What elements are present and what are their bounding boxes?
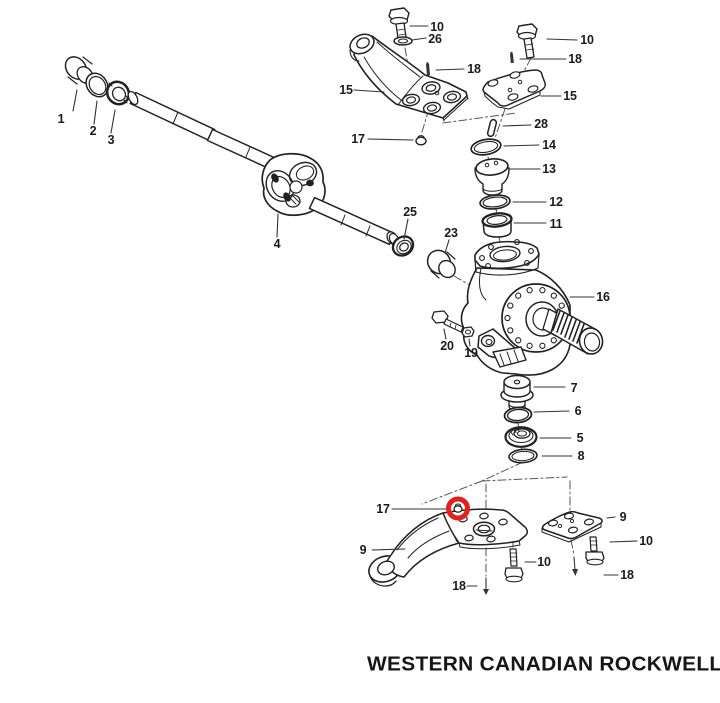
callout-19-nut: 19 bbox=[464, 346, 478, 360]
callout-4: 4 bbox=[273, 237, 281, 251]
callout-6-ring: 6 bbox=[574, 404, 582, 418]
callout-13-cap: 13 bbox=[542, 162, 556, 176]
brand-wordmark: WESTERN CANADIAN ROCKWELL bbox=[367, 652, 720, 675]
callout-17-upper-plug: 17 bbox=[351, 132, 365, 146]
callout-17-lower-plug-highlighted: 17 bbox=[376, 502, 390, 516]
callout-18-lower-right-pin: 18 bbox=[620, 568, 634, 582]
callout-3: 3 bbox=[107, 133, 115, 147]
steering-knuckle-drawing bbox=[431, 239, 604, 376]
callout-23-bushing: 23 bbox=[444, 226, 458, 240]
callout-16-knuckle: 16 bbox=[596, 290, 610, 304]
callout-9-lower-plate: 9 bbox=[619, 510, 627, 524]
callout-14-oring: 14 bbox=[542, 138, 556, 152]
callout-10-upper-right-bolt: 10 bbox=[580, 33, 594, 47]
callout-11-cup: 11 bbox=[549, 217, 563, 231]
callout-20-bolt: 20 bbox=[440, 339, 454, 353]
callout-10-lower-middle-bolt: 10 bbox=[537, 555, 551, 569]
callout-15-upper-arm: 15 bbox=[339, 83, 353, 97]
callout-18-upper-left-pin: 18 bbox=[467, 62, 481, 76]
callout-10-lower-right-bolt: 10 bbox=[639, 534, 653, 548]
callout-7-cap: 7 bbox=[570, 381, 578, 395]
callout-18-lower-left-pin: 18 bbox=[452, 579, 466, 593]
callout-5-bearing: 5 bbox=[576, 431, 584, 445]
axle-shaft-drawing bbox=[64, 56, 456, 279]
lower-arm-group-drawing bbox=[368, 503, 605, 587]
callout-10-upper-left-bolt: 10 bbox=[430, 20, 444, 34]
kingpin-lower-stack-drawing bbox=[500, 374, 538, 464]
callout-28-pin: 28 bbox=[534, 117, 548, 131]
highlight-circle bbox=[446, 496, 470, 521]
callout-18-upper-right-pin: 18 bbox=[568, 52, 582, 66]
callout-1: 1 bbox=[57, 112, 65, 126]
callout-8-oring: 8 bbox=[577, 449, 585, 463]
callout-26-washer: 26 bbox=[428, 32, 442, 46]
callout-25-seal: 25 bbox=[403, 205, 417, 219]
kingpin-upper-stack-drawing bbox=[474, 158, 513, 238]
leader-lines bbox=[72, 25, 638, 595]
callout-9-lower-arm: 9 bbox=[359, 543, 367, 557]
callout-2: 2 bbox=[89, 124, 97, 138]
upper-steering-arm-group-drawing bbox=[349, 7, 546, 156]
callout-15-upper-plate: 15 bbox=[563, 89, 577, 103]
callout-12-ring: 12 bbox=[549, 195, 563, 209]
